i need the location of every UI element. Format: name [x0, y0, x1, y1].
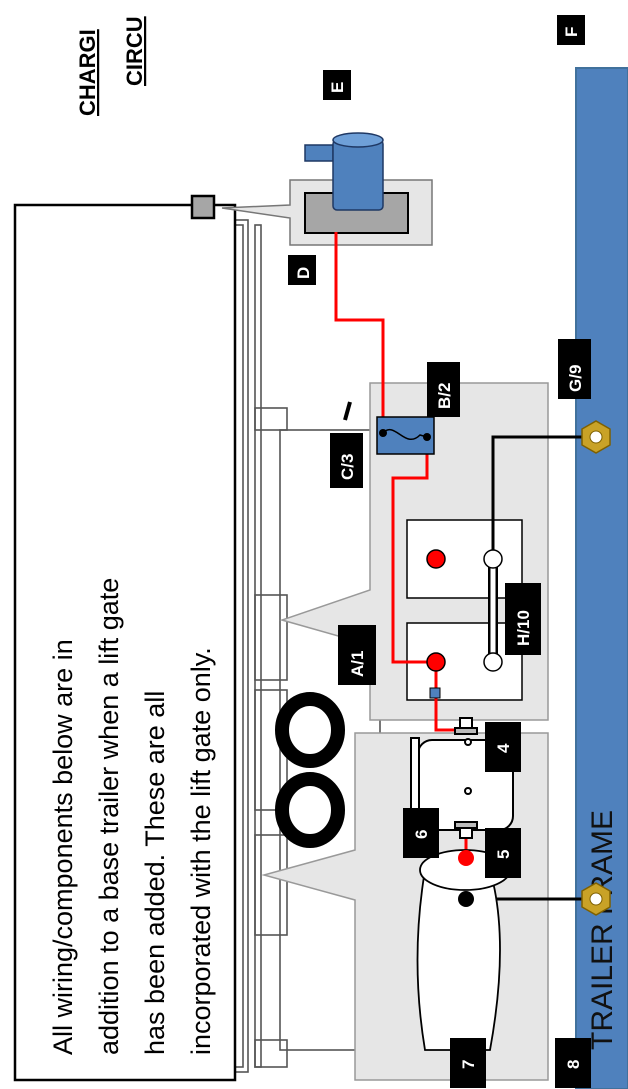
battery-2-neg-terminal: [483, 549, 503, 569]
title-line-2: CIRCU: [122, 16, 147, 86]
svg-text:4: 4: [494, 743, 513, 753]
note-line-1: All wiring/components below are in: [48, 639, 78, 1055]
wire-fuse-to-battery: [391, 437, 436, 664]
frame-label: TRAILER FRAME: [586, 810, 619, 1050]
label-a1: A/1: [338, 625, 376, 685]
diagram-title: CHARGI CIRCU: [75, 16, 147, 116]
ground-wire-battery: [491, 435, 596, 559]
note-line-4: incorporated with the lift gate only.: [186, 647, 216, 1055]
svg-text:C/3: C/3: [338, 454, 357, 480]
frame-nut-8: [581, 882, 611, 916]
svg-text:H/10: H/10: [514, 610, 533, 646]
tires: [275, 692, 345, 848]
wire-positive-main: [334, 232, 385, 433]
battery-2-pos-terminal: [426, 549, 446, 569]
svg-text:6: 6: [412, 830, 431, 839]
svg-text:B/2: B/2: [435, 383, 454, 409]
note-line-2: addition to a base trailer when a lift g…: [94, 578, 124, 1055]
svg-text:E: E: [328, 82, 347, 93]
label-d: D: [288, 255, 316, 285]
battery-1-neg-terminal: [483, 652, 503, 672]
label-e: E: [323, 70, 351, 100]
label-8: 8: [555, 1038, 591, 1088]
note-line-3: has been added. These are all: [140, 691, 170, 1055]
label-5: 5: [485, 828, 521, 878]
battery-2: [406, 519, 523, 599]
svg-text:D: D: [294, 267, 313, 279]
label-4: 4: [485, 722, 521, 772]
reservoir-ground-terminal: [458, 891, 474, 907]
label-f: F: [557, 15, 585, 45]
frame-nut-g9: [581, 420, 611, 454]
title-line-1: CHARGI: [75, 29, 100, 116]
svg-text:7: 7: [459, 1060, 478, 1069]
label-b2: B/2: [427, 362, 460, 417]
fuse-element: [382, 428, 428, 441]
trailer-frame: [575, 67, 628, 1089]
label-7: 7: [450, 1038, 486, 1088]
label-6: 6: [403, 808, 439, 858]
c3-clip: [343, 401, 352, 421]
label-c3: C/3: [330, 433, 363, 488]
reservoir-pos-terminal: [458, 850, 474, 866]
note-text: All wiring/components below are in addit…: [48, 578, 216, 1055]
small-connector: [429, 687, 441, 699]
air-reservoir: [416, 869, 501, 1051]
svg-text:F: F: [562, 27, 581, 37]
battery-1-pos-terminal: [426, 652, 446, 672]
svg-text:G/9: G/9: [566, 365, 585, 392]
svg-text:8: 8: [564, 1060, 583, 1069]
label-g9: G/9: [558, 339, 591, 399]
svg-text:A/1: A/1: [348, 651, 367, 677]
corner-connector: [190, 194, 216, 220]
svg-text:5: 5: [494, 850, 513, 859]
note-box: [13, 203, 237, 1082]
pump-motor: [304, 132, 384, 211]
label-h10: H/10: [505, 583, 541, 655]
